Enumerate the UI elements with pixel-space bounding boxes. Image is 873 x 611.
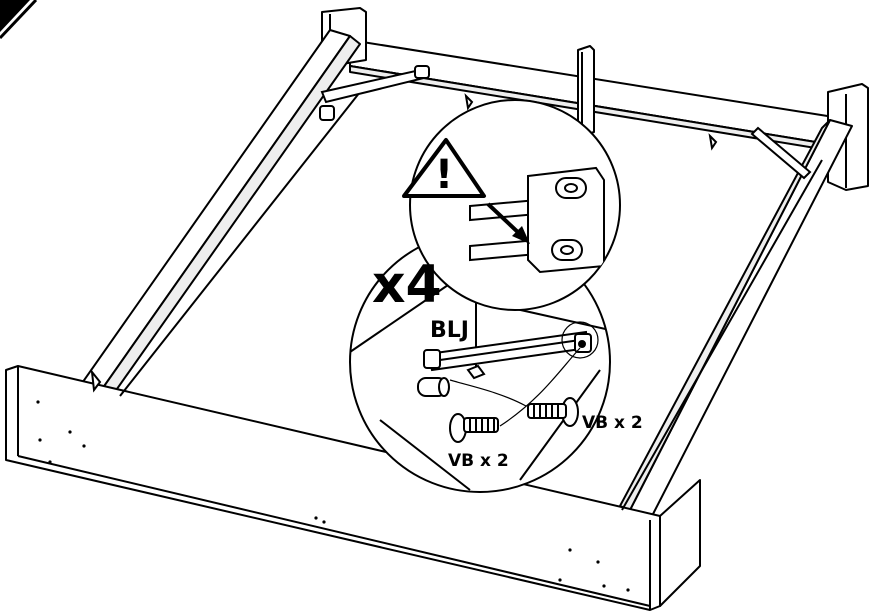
part-code-label: BLJ bbox=[430, 318, 469, 343]
clip-fittings bbox=[90, 93, 718, 393]
screw-icon bbox=[527, 397, 579, 427]
bracket-back-left bbox=[319, 65, 430, 121]
left-side-rail bbox=[79, 29, 361, 397]
cam-dowel-icon bbox=[417, 377, 450, 397]
warning-triangle-icon: ! bbox=[402, 138, 486, 198]
front-board-holes bbox=[36, 400, 630, 592]
corner-post-back-right bbox=[827, 83, 869, 191]
screw-count-label-left: VB x 2 bbox=[448, 451, 509, 471]
bracket-back-right bbox=[750, 126, 812, 180]
bed-frame bbox=[5, 7, 869, 611]
screw-count-label-right: VB x 2 bbox=[582, 413, 643, 433]
insert-arrow-icon bbox=[486, 202, 530, 244]
quantity-multiplier-label: x4 bbox=[372, 255, 442, 315]
center-support-slat bbox=[577, 45, 595, 137]
screw-icon bbox=[449, 413, 499, 443]
step-corner-marker-icon bbox=[0, 0, 38, 40]
right-side-rail bbox=[619, 119, 853, 517]
front-board bbox=[5, 365, 701, 611]
bracket-icon bbox=[423, 330, 592, 380]
detail-circle-warning bbox=[409, 99, 621, 311]
warning-symbol: ! bbox=[435, 152, 453, 198]
